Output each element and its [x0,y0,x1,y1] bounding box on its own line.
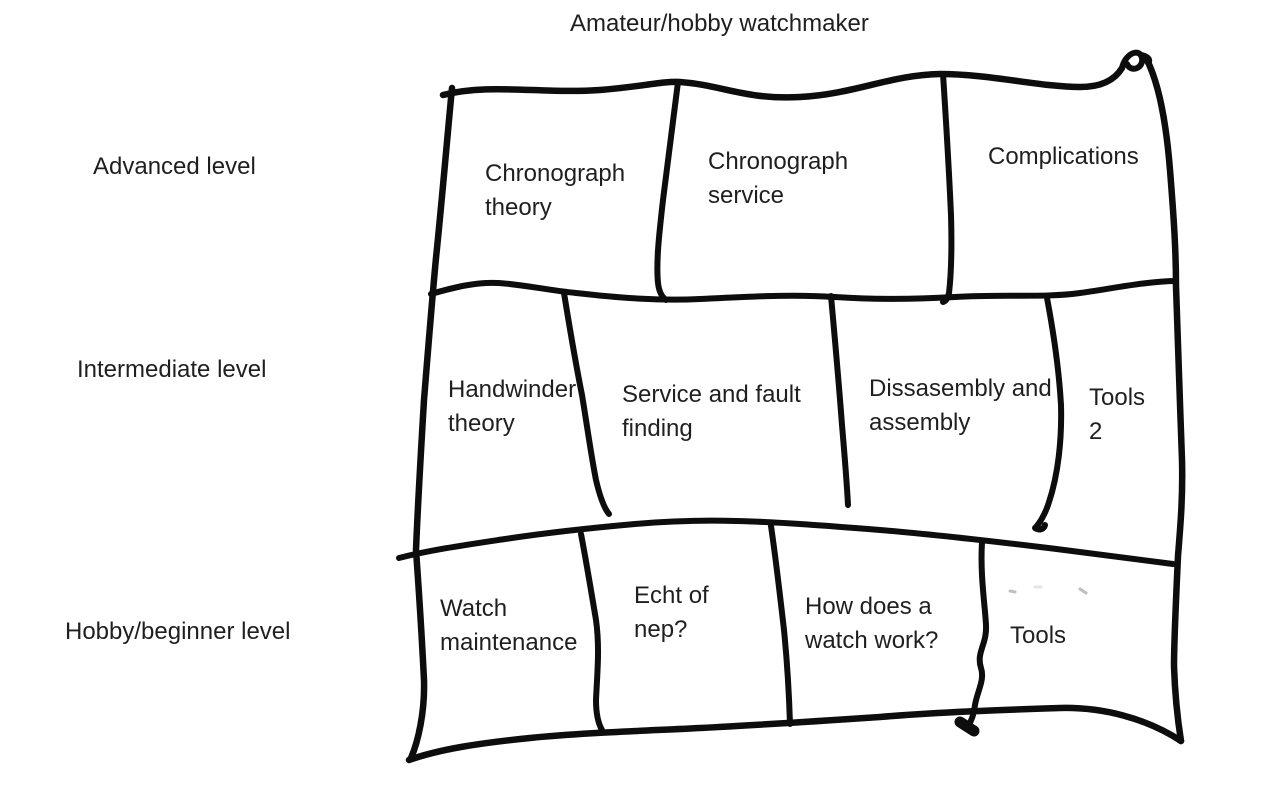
cell-tools-2: Tools 2 [1089,384,1146,445]
row-label-intermediate: Intermediate level [77,356,267,383]
grid-top-edge [439,64,1126,101]
divider-handwinder-service [561,290,612,517]
stray-mark [1008,589,1017,594]
row-label-advanced: Advanced level [93,153,256,180]
divider-how-tools-blob [954,716,980,737]
grid-right-edge [1143,56,1186,745]
cell-watch-maintenance: Watch maintenance [440,595,578,656]
cell-tools: Tools [1010,622,1067,649]
cell-complications: Complications [988,143,1139,170]
divider-dissasembly-tools2 [1032,295,1065,533]
cell-handwinder-theory: Handwinder theory [448,376,577,437]
row-label-hobby: Hobby/beginner level [65,618,291,645]
stray-mark [1078,587,1088,595]
cell-dissasembly-and-assembly: Dissasembly and assembly [869,375,1052,436]
cell-how-does-a-watch-work: How does a watch work? [805,593,939,654]
divider-chronograph-theory-service [654,79,681,303]
cell-chronograph-theory: Chronograph theory [485,160,626,221]
grid-left-edge [407,84,456,762]
cell-echt-of-nep: Echt of nep? [634,582,709,643]
row-divider-advanced-intermediate [428,278,1179,303]
divider-echt-how [768,523,793,727]
divider-service-dissasembly [828,293,851,508]
grid-bottom-edge [405,704,1185,764]
divider-watch-echt [578,531,605,733]
diagram-title: Amateur/hobby watchmaker [570,10,869,37]
divider-how-tools [964,539,990,731]
cell-service-and-fault-finding: Service and fault finding [622,381,801,442]
row-divider-intermediate-hobby [396,517,1176,567]
divider-chronograph-service-complications [940,71,955,305]
cell-chronograph-service: Chronograph service [708,148,849,209]
